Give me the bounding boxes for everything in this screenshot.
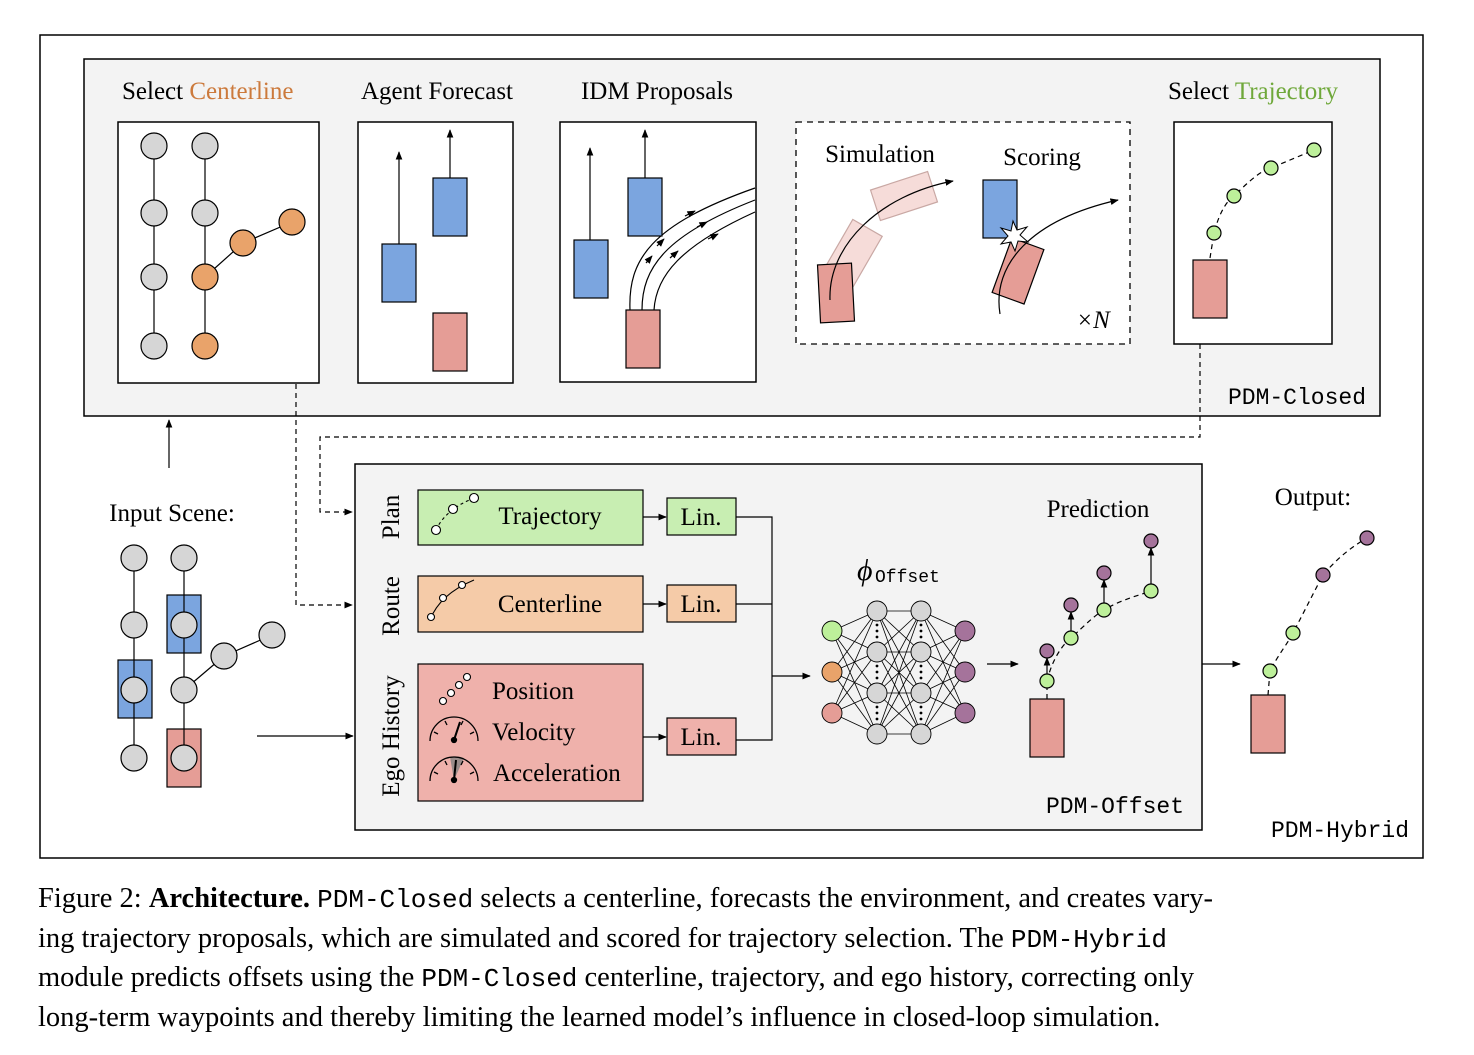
select-centerline-title: Select Centerline bbox=[122, 78, 293, 105]
centerline-input-icon bbox=[426, 579, 475, 622]
acceleration-label: Acceleration bbox=[493, 760, 621, 787]
times-n-label: ×N bbox=[1076, 307, 1111, 334]
collision-star-icon bbox=[999, 219, 1030, 253]
simulation-scene bbox=[816, 170, 954, 324]
lin-label-plan: Lin. bbox=[681, 504, 722, 531]
caption-text-2: ing trajectory proposals, which are simu… bbox=[38, 922, 1011, 954]
position-label: Position bbox=[492, 678, 574, 705]
input-scene-label: Input Scene: bbox=[109, 500, 235, 527]
side-label-plan: Plan bbox=[378, 494, 405, 539]
position-icon bbox=[438, 672, 472, 706]
caption-figure-number: Figure 2: bbox=[38, 883, 149, 914]
caption-code-2: PDM-Hybrid bbox=[1010, 924, 1167, 955]
pdm-offset-label: PDM-Offset bbox=[1046, 794, 1184, 820]
idm-proposals-scene bbox=[573, 129, 756, 369]
centerline-graph bbox=[140, 132, 306, 360]
lin-box-plan bbox=[666, 497, 737, 536]
scoring-scene bbox=[982, 179, 1119, 315]
pdm-closed-panel: PDM-Closed Select Centerline Agent Forec… bbox=[83, 58, 1381, 417]
pdm-offset-panel: PDM-Offset Plan Route Ego History Trajec… bbox=[354, 463, 1203, 831]
agent-forecast-title: Agent Forecast bbox=[361, 78, 513, 105]
figure-caption: Figure 2: Architecture. PDM-Closed selec… bbox=[38, 880, 1436, 1036]
caption-text-3a: module predicts offsets using the bbox=[38, 962, 422, 993]
pdm-closed-label: PDM-Closed bbox=[1228, 385, 1366, 411]
velocity-gauge-icon bbox=[429, 716, 479, 744]
caption-line-1: Figure 2: Architecture. PDM-Closed selec… bbox=[38, 880, 1436, 920]
caption-code-3: PDM-Closed bbox=[421, 964, 578, 994]
trajectory-input-icon bbox=[430, 492, 480, 536]
caption-code-1: PDM-Closed bbox=[317, 885, 474, 915]
centerline-input-box bbox=[417, 575, 644, 633]
trajectory-input-box bbox=[417, 489, 644, 546]
lin-label-route: Lin. bbox=[681, 591, 722, 618]
prediction-title: Prediction bbox=[1047, 496, 1150, 523]
velocity-label: Velocity bbox=[492, 719, 576, 746]
lin-merge-lines bbox=[736, 516, 811, 741]
offset-neural-network bbox=[821, 600, 976, 745]
centerline-input-label: Centerline bbox=[498, 591, 602, 618]
caption-line-3: module predicts offsets using the PDM-Cl… bbox=[38, 959, 1436, 999]
agent-forecast-scene bbox=[381, 129, 468, 372]
input-scene-graph bbox=[117, 544, 286, 788]
side-label-route: Route bbox=[378, 576, 405, 636]
architecture-diagram: PDM-Closed Select Centerline Agent Forec… bbox=[39, 34, 1424, 859]
idm-proposals-title: IDM Proposals bbox=[581, 78, 733, 105]
lin-box-route bbox=[666, 584, 737, 623]
acceleration-gauge-icon bbox=[429, 756, 479, 784]
trajectory-input-label: Trajectory bbox=[498, 503, 602, 530]
lin-box-ego bbox=[666, 717, 737, 756]
select-trajectory-title: Select Trajectory bbox=[1168, 78, 1339, 105]
trajectory-dashed-connector bbox=[319, 344, 1201, 516]
output-title: Output: bbox=[1275, 484, 1351, 511]
simulation-title: Simulation bbox=[825, 141, 935, 168]
centerline-dashed-connector bbox=[295, 384, 353, 609]
prediction-scene bbox=[1029, 533, 1159, 758]
caption-text-1: selects a centerline, forecasts the envi… bbox=[473, 883, 1214, 914]
caption-line-4: long-term waypoints and thereby limiting… bbox=[38, 1001, 1161, 1033]
caption-text-3b: centerline, trajectory, and ego history,… bbox=[577, 962, 1195, 993]
caption-line-2: ing trajectory proposals, which are simu… bbox=[38, 920, 1436, 960]
side-label-ego-history: Ego History bbox=[378, 675, 405, 797]
output-scene bbox=[1250, 530, 1375, 754]
selected-trajectory-scene bbox=[1192, 142, 1322, 319]
scoring-title: Scoring bbox=[1003, 144, 1081, 171]
phi-subscript: Offset bbox=[875, 568, 940, 588]
lin-label-ego: Lin. bbox=[681, 724, 722, 751]
caption-bold-title: Architecture. bbox=[148, 883, 311, 914]
phi-symbol: ϕ bbox=[857, 554, 873, 587]
pdm-hybrid-label: PDM-Hybrid bbox=[1271, 818, 1409, 844]
